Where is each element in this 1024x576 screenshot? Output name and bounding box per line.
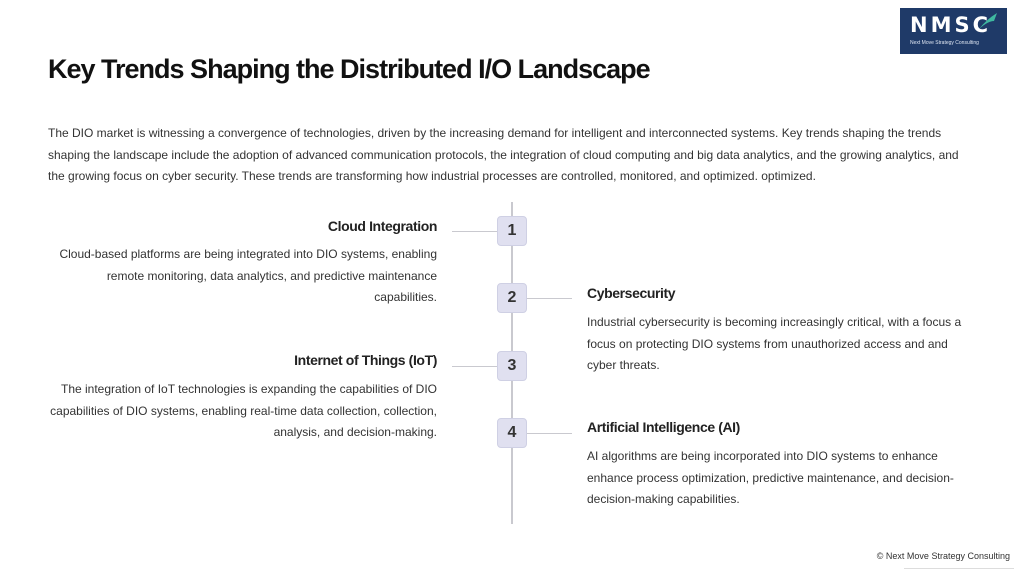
trend-desc-cloud-integration: Cloud-based platforms are being integrat… (59, 247, 437, 304)
copyright-text: © Next Move Strategy Consulting (876, 551, 1010, 561)
company-logo: NMSC Next Move Strategy Consulting (900, 8, 1007, 54)
timeline-connector-3 (452, 366, 497, 367)
timeline-number-2: 2 (497, 283, 527, 313)
trend-desc-cybersecurity: Industrial cybersecurity is becoming inc… (587, 315, 962, 372)
logo-subtitle: Next Move Strategy Consulting (910, 40, 979, 46)
trend-title-ai: Artificial Intelligence (AI) (587, 419, 740, 435)
intro-paragraph: The DIO market is witnessing a convergen… (48, 126, 959, 183)
timeline-number-3: 3 (497, 351, 527, 381)
logo-mark: NMSC (910, 13, 992, 37)
timeline-connector-2 (527, 298, 572, 299)
trend-desc-iot: The integration of IoT technologies is e… (50, 382, 437, 439)
timeline-number-4: 4 (497, 418, 527, 448)
trend-title-iot: Internet of Things (IoT) (294, 352, 437, 368)
trend-title-cloud-integration: Cloud Integration (327, 218, 437, 234)
timeline-connector-4 (527, 433, 572, 434)
footer-divider (904, 568, 1014, 569)
timeline-number-1: 1 (497, 216, 527, 246)
timeline-connector-1 (452, 231, 497, 232)
page-title: Key Trends Shaping the Distributed I/O L… (48, 54, 651, 84)
logo-swoosh-icon (979, 13, 997, 29)
trend-title-cybersecurity: Cybersecurity (587, 285, 676, 301)
trend-desc-ai: AI algorithms are being incorporated int… (587, 449, 954, 506)
